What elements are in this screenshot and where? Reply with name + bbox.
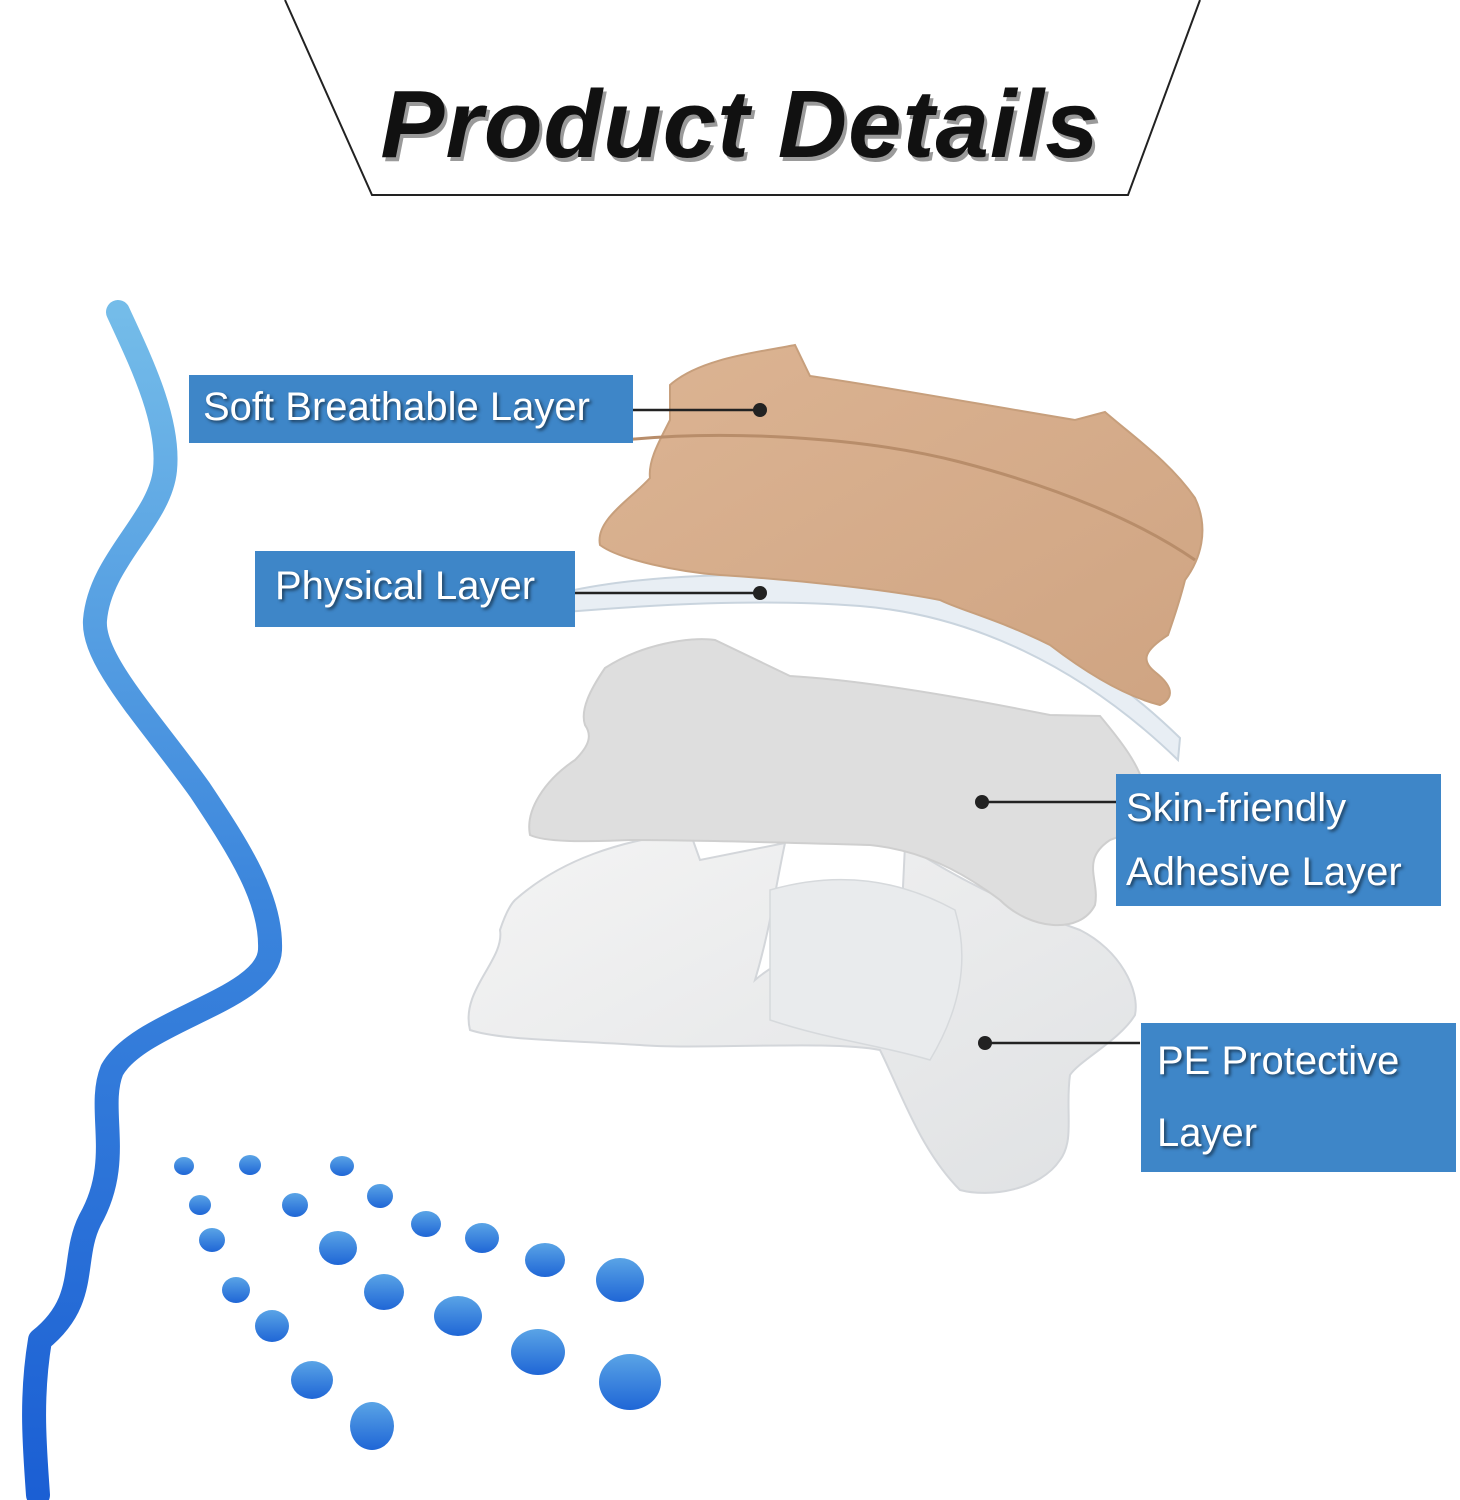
title-frame	[284, 0, 1201, 196]
breath-dot	[596, 1258, 644, 1302]
pe-inner-panel	[769, 878, 963, 1061]
leader-lines	[570, 408, 1140, 1045]
adhesive-layer	[528, 638, 1148, 926]
label-physical-layer: Physical Layer	[255, 551, 575, 627]
breath-dot	[525, 1243, 565, 1277]
label-soft-breathable-text: Soft Breathable Layer	[203, 385, 590, 429]
leader-line-dot	[753, 403, 767, 417]
breath-dot	[239, 1155, 261, 1175]
breath-dots	[174, 1155, 661, 1450]
breath-dot	[599, 1354, 661, 1410]
label-soft-breathable-layer: Soft Breathable Layer	[189, 375, 633, 443]
breath-dot	[367, 1184, 393, 1208]
leader-line-dot	[753, 586, 767, 600]
breath-dot	[255, 1310, 289, 1342]
breath-dot	[319, 1231, 357, 1265]
breath-dot	[364, 1274, 404, 1310]
label-pe-protective-line2: Layer	[1157, 1111, 1258, 1155]
leader-line-dot	[975, 795, 989, 809]
tan-seam-line	[624, 433, 1196, 562]
label-skin-friendly-line2: Adhesive Layer	[1126, 850, 1402, 894]
breath-dot	[411, 1211, 441, 1237]
leader-dots	[753, 403, 992, 1050]
label-skin-friendly-line1: Skin-friendly	[1126, 786, 1347, 830]
label-pe-protective-line1: PE Protective	[1157, 1039, 1400, 1083]
face-profile-outline	[22, 300, 283, 1500]
breath-dot	[465, 1223, 499, 1253]
breath-dot	[199, 1228, 225, 1252]
breath-dot	[350, 1402, 394, 1450]
breath-dot	[330, 1156, 354, 1176]
breath-dot	[291, 1361, 333, 1399]
breath-dot	[189, 1195, 211, 1215]
breath-dot	[222, 1277, 250, 1303]
breath-dot	[282, 1193, 308, 1217]
label-physical-text: Physical Layer	[275, 564, 536, 608]
label-pe-protective-layer: PE Protective Layer	[1141, 1023, 1456, 1172]
breath-dot	[511, 1329, 565, 1375]
leader-line-dot	[978, 1036, 992, 1050]
label-skin-friendly-adhesive-layer: Skin-friendly Adhesive Layer	[1116, 774, 1441, 906]
page-title: Product Details	[380, 71, 1100, 178]
breath-dot	[434, 1296, 482, 1336]
breath-dot	[174, 1157, 194, 1175]
